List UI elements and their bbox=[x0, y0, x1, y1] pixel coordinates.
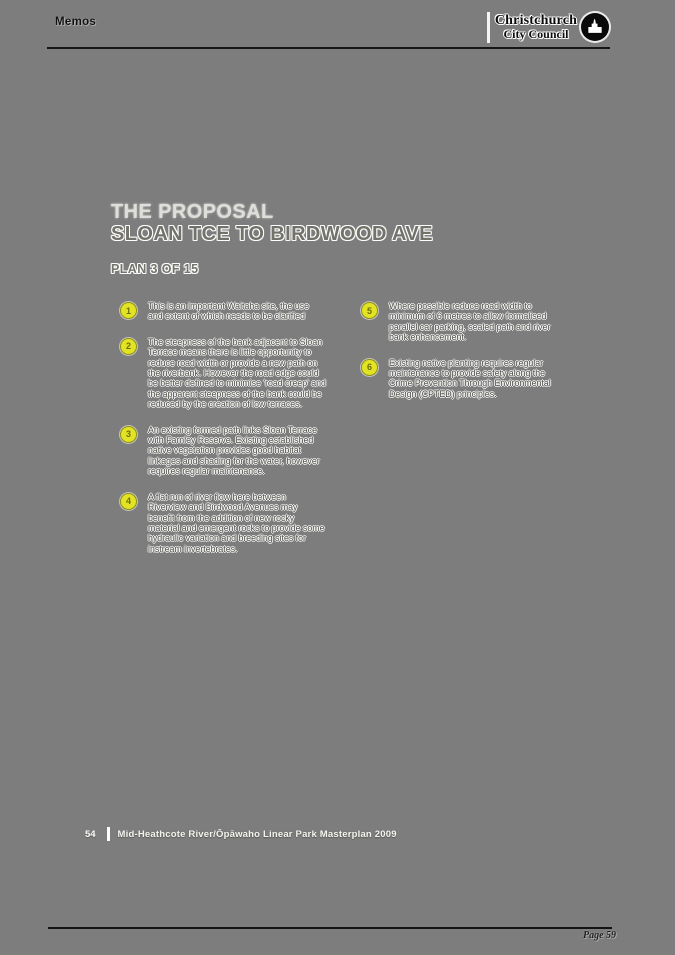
footer-divider bbox=[107, 827, 110, 841]
document-footer: 54 Mid-Heathcote River/Ōpāwaho Linear Pa… bbox=[85, 827, 397, 841]
note-number-badge: 4 bbox=[120, 492, 137, 510]
note-text: The steepness of the bank adjacent to Sl… bbox=[148, 336, 326, 410]
logo-separator bbox=[487, 12, 490, 43]
header-rule bbox=[47, 47, 610, 49]
page-header-label: Memos bbox=[55, 16, 97, 28]
plan-label: PLAN 3 OF 15 bbox=[111, 262, 199, 276]
note-text: This is an important Waitaha site, the u… bbox=[148, 301, 310, 322]
logo-text-line1: Christchurch bbox=[494, 13, 578, 28]
note-text: A flat run of river flow here between Ri… bbox=[148, 491, 325, 554]
note-text: An existing formed path links Sloan Terr… bbox=[148, 424, 320, 477]
proposal-subtitle: SLOAN TCE TO BIRDWOOD AVE bbox=[111, 223, 433, 245]
print-page-label: Page 59 bbox=[583, 930, 617, 941]
title-block: THE PROPOSAL SLOAN TCE TO BIRDWOOD AVE P… bbox=[111, 201, 433, 277]
note-item-6: 6 Existing native planting requires regu… bbox=[361, 358, 576, 400]
note-number-badge: 5 bbox=[361, 302, 378, 319]
cathedral-icon bbox=[581, 13, 609, 41]
note-text: Existing native planting requires regula… bbox=[389, 357, 551, 399]
note-item-5: 5 Where possible reduce road width to mi… bbox=[361, 301, 576, 343]
note-number-badge: 2 bbox=[120, 337, 137, 355]
council-logo: Christchurch City Council bbox=[494, 13, 609, 41]
notes-column-left: 1 This is an important Waitaha site, the… bbox=[120, 301, 335, 569]
note-item-2: 2 The steepness of the bank adjacent to … bbox=[120, 337, 335, 410]
logo-text-line2: City Council bbox=[503, 27, 569, 41]
notes-column-right: 5 Where possible reduce road width to mi… bbox=[361, 301, 576, 414]
note-text: Where possible reduce road width to mini… bbox=[389, 301, 551, 343]
bottom-rule bbox=[48, 927, 612, 929]
council-logo-text: Christchurch City Council bbox=[494, 13, 578, 41]
note-number-badge: 6 bbox=[361, 358, 378, 376]
footer-document-title: Mid-Heathcote River/Ōpāwaho Linear Park … bbox=[117, 828, 397, 840]
proposal-title: THE PROPOSAL bbox=[111, 201, 274, 223]
note-item-1: 1 This is an important Waitaha site, the… bbox=[120, 301, 335, 322]
note-number-badge: 1 bbox=[120, 302, 137, 319]
note-item-4: 4 A flat run of river flow here between … bbox=[120, 492, 335, 554]
note-item-3: 3 An existing formed path links Sloan Te… bbox=[120, 425, 335, 477]
note-number-badge: 3 bbox=[120, 425, 137, 443]
footer-page-number: 54 bbox=[85, 828, 96, 840]
